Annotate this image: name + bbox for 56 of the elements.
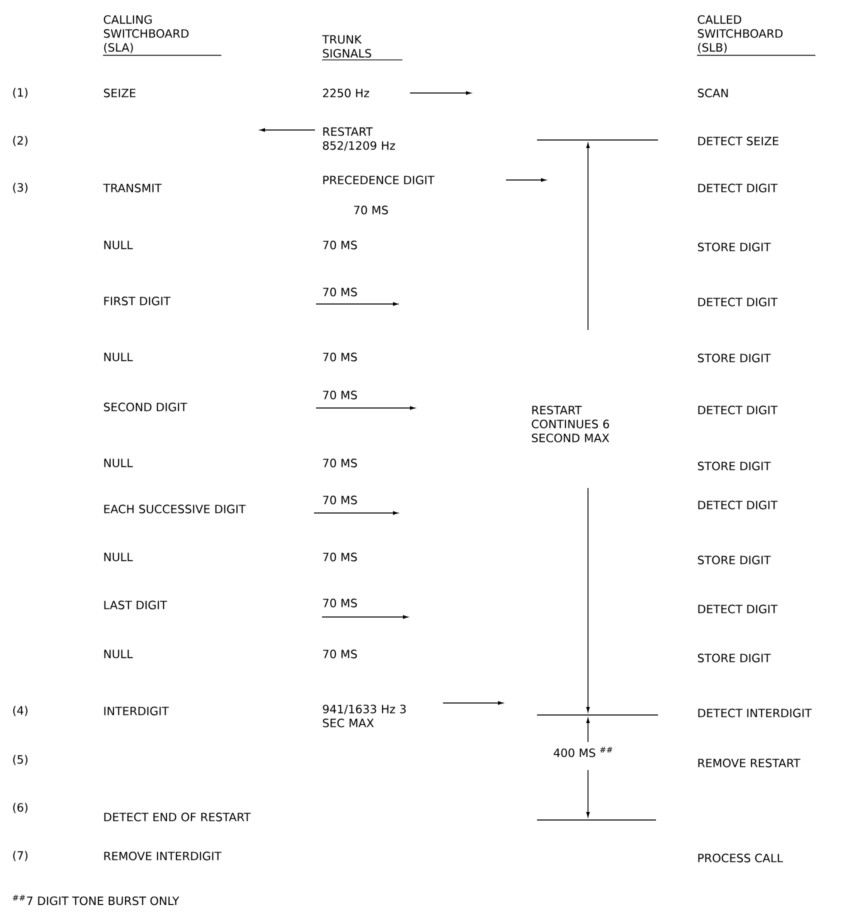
action-text: NULL <box>104 352 133 362</box>
action-text: DETECT SEIZE <box>698 136 778 146</box>
duration-text: 70 MS <box>323 650 357 658</box>
duration-text: 70 MS <box>323 552 357 562</box>
step-number: (2) <box>13 136 28 146</box>
action-text: NULL <box>104 552 133 562</box>
signal-text: RESTART 852/1209 Hz <box>322 127 395 151</box>
action-text: SECOND DIGIT <box>104 402 188 412</box>
action-text: NULL <box>104 650 133 658</box>
action-text: STORE DIGIT <box>698 462 771 470</box>
action-text: FIRST DIGIT <box>104 296 171 306</box>
duration-text: 70 MS <box>323 390 357 400</box>
action-text: DETECT DIGIT <box>698 604 778 614</box>
duration-text: 70 MS <box>323 458 357 468</box>
duration-text: 70 MS <box>323 288 357 296</box>
action-text: DETECT END OF RESTART <box>104 812 251 822</box>
action-text: EACH SUCCESSIVE DIGIT <box>104 504 246 514</box>
column-heading: CALLED SWITCHBOARD (SLB) <box>696 15 816 56</box>
action-text: PROCESS CALL <box>698 854 784 862</box>
action-text: LAST DIGIT <box>104 600 168 610</box>
step-number: (1) <box>13 88 28 98</box>
signal-text: 941/1633 Hz 3 SEC MAX <box>322 704 406 728</box>
action-text: DETECT DIGIT <box>698 500 778 510</box>
action-text: DETECT INTERDIGIT <box>698 708 812 718</box>
signal-text: 2250 Hz <box>323 88 370 98</box>
step-number: (4) <box>13 706 28 716</box>
footnote: $^{##}$7 DIGIT TONE BURST ONLY <box>12 894 180 906</box>
duration-text: 70 MS <box>323 598 357 608</box>
column-heading: TRUNK SIGNALS <box>322 35 403 60</box>
action-text: STORE DIGIT <box>698 354 771 362</box>
action-text: DETECT DIGIT <box>698 298 778 306</box>
action-text: SCAN <box>698 88 728 98</box>
signal-text: PRECEDENCE DIGIT <box>323 176 435 184</box>
action-text: REMOVE RESTART <box>698 758 800 768</box>
step-number: (7) <box>13 850 28 862</box>
action-text: DETECT DIGIT <box>698 184 778 192</box>
action-text: NULL <box>104 240 133 250</box>
action-text: STORE DIGIT <box>698 556 771 564</box>
duration-text: 70 MS <box>323 496 357 504</box>
action-text: NULL <box>104 458 133 468</box>
action-text: DETECT DIGIT <box>698 406 778 414</box>
duration-text: 70 MS <box>323 352 357 362</box>
duration-text: 70 MS <box>323 240 357 250</box>
action-text: INTERDIGIT <box>104 706 169 716</box>
step-number: (5) <box>13 754 28 766</box>
action-text: TRANSMIT <box>103 184 162 192</box>
timing-note: 400 MS $^{##}$ <box>554 746 612 758</box>
action-text: SEIZE <box>104 88 136 98</box>
duration-text: 70 MS <box>354 206 388 214</box>
column-heading: CALLING SWITCHBOARD (SLA) <box>102 15 222 56</box>
timing-note: RESTART CONTINUES 6 SECOND MAX <box>532 406 610 442</box>
action-text: STORE DIGIT <box>698 654 771 662</box>
action-text: STORE DIGIT <box>698 242 771 252</box>
action-text: REMOVE INTERDIGIT <box>104 852 222 860</box>
step-number: (6) <box>13 802 28 814</box>
step-number: (3) <box>13 182 28 194</box>
